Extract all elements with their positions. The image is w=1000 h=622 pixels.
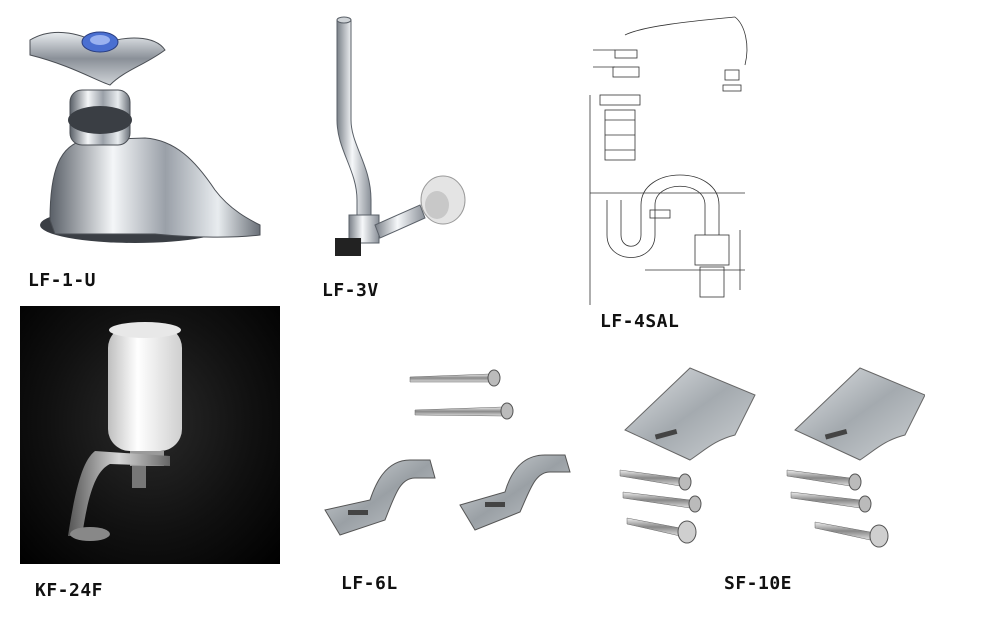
- product-soap-photo: [20, 306, 280, 564]
- product-hangers: [615, 360, 925, 560]
- label-lf-4sal: LF-4SAL: [600, 311, 680, 332]
- trap-diagram-icon: [589, 16, 748, 305]
- product-faucet: [25, 20, 265, 250]
- label-sf-10e: SF-10E: [724, 573, 793, 594]
- product-brackets: [320, 360, 580, 555]
- product-trap: [585, 5, 785, 305]
- label-lf-6l: LF-6L: [341, 573, 398, 594]
- faucet-icon: [29, 31, 261, 243]
- bracket-screws-icon: [324, 369, 571, 536]
- hanger-screws-icon: [619, 367, 925, 548]
- label-lf-1-u: LF-1-U: [28, 270, 97, 291]
- label-kf-24f: KF-24F: [35, 580, 104, 601]
- soap-dispenser-icon: [68, 322, 182, 541]
- label-lf-3v: LF-3V: [322, 280, 379, 301]
- product-pipe: [325, 10, 485, 270]
- angle-valve-pipe-icon: [335, 16, 466, 256]
